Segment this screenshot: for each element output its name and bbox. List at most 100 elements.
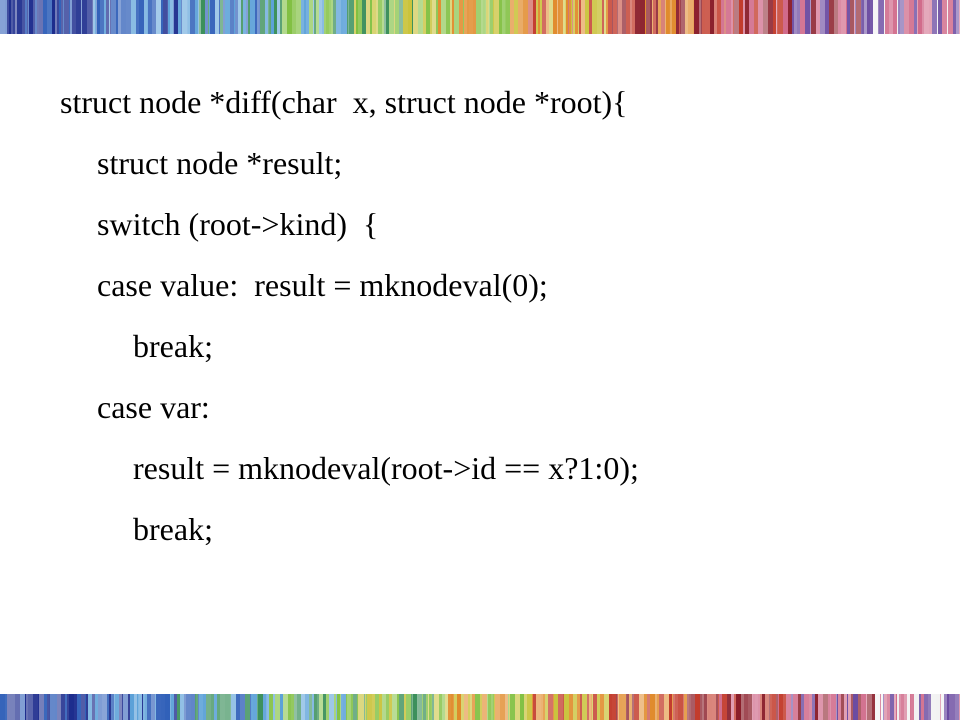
band-stripe bbox=[571, 0, 572, 34]
band-stripe bbox=[700, 694, 702, 720]
band-stripe bbox=[266, 694, 267, 720]
band-stripe bbox=[87, 0, 91, 34]
band-stripe bbox=[64, 0, 69, 34]
band-stripe bbox=[866, 694, 867, 720]
decorative-color-band-bottom bbox=[0, 694, 960, 720]
band-stripe bbox=[273, 694, 275, 720]
band-stripe bbox=[669, 694, 672, 720]
band-stripe bbox=[230, 694, 231, 720]
band-stripe bbox=[203, 694, 206, 720]
band-stripe bbox=[11, 0, 13, 34]
band-stripe bbox=[900, 0, 904, 34]
band-stripe bbox=[664, 694, 669, 720]
band-stripe bbox=[626, 694, 627, 720]
band-stripe bbox=[486, 0, 488, 34]
band-stripe bbox=[417, 694, 418, 720]
band-stripe bbox=[635, 0, 640, 34]
band-stripe bbox=[260, 0, 265, 34]
band-stripe bbox=[161, 694, 165, 720]
band-stripe bbox=[220, 0, 223, 34]
band-stripe bbox=[386, 0, 389, 34]
band-stripe bbox=[515, 694, 520, 720]
band-stripe bbox=[67, 694, 69, 720]
band-stripe bbox=[88, 694, 92, 720]
band-stripe bbox=[156, 0, 161, 34]
band-stripe bbox=[591, 694, 592, 720]
band-stripe bbox=[828, 694, 830, 720]
band-stripe bbox=[436, 0, 438, 34]
band-stripe bbox=[689, 694, 691, 720]
band-stripe bbox=[109, 0, 110, 34]
band-stripe bbox=[716, 694, 718, 720]
band-stripe bbox=[467, 0, 469, 34]
band-stripe bbox=[558, 0, 560, 34]
band-stripe bbox=[949, 694, 952, 720]
code-line-5: break; bbox=[133, 328, 213, 364]
band-stripe bbox=[748, 694, 752, 720]
band-stripe bbox=[39, 694, 44, 720]
band-stripe bbox=[95, 0, 96, 34]
band-stripe bbox=[915, 694, 919, 720]
band-stripe bbox=[629, 694, 632, 720]
band-stripe bbox=[910, 694, 911, 720]
band-stripe bbox=[57, 694, 61, 720]
band-stripe bbox=[97, 0, 100, 34]
band-stripe bbox=[672, 0, 676, 34]
band-stripe bbox=[394, 0, 395, 34]
band-stripe bbox=[841, 0, 846, 34]
band-stripe bbox=[277, 0, 280, 34]
band-stripe bbox=[502, 0, 505, 34]
band-stripe bbox=[647, 694, 650, 720]
band-stripe bbox=[61, 694, 65, 720]
band-stripe bbox=[461, 694, 464, 720]
band-stripe bbox=[15, 0, 17, 34]
band-stripe bbox=[314, 694, 317, 720]
band-stripe bbox=[76, 0, 81, 34]
band-stripe bbox=[557, 0, 558, 34]
band-stripe bbox=[879, 0, 884, 34]
band-stripe bbox=[675, 694, 678, 720]
band-stripe bbox=[940, 694, 941, 720]
band-stripe bbox=[214, 694, 217, 720]
band-stripe bbox=[762, 694, 765, 720]
band-stripe bbox=[341, 694, 343, 720]
band-stripe bbox=[165, 694, 170, 720]
band-stripe bbox=[452, 0, 454, 34]
band-stripe bbox=[47, 694, 49, 720]
band-stripe bbox=[442, 694, 445, 720]
band-stripe bbox=[769, 694, 770, 720]
band-stripe bbox=[450, 0, 452, 34]
band-stripe bbox=[156, 694, 161, 720]
band-stripe bbox=[77, 694, 81, 720]
band-stripe bbox=[180, 694, 181, 720]
band-stripe bbox=[862, 0, 864, 34]
band-stripe bbox=[546, 0, 549, 34]
band-stripe bbox=[314, 0, 316, 34]
band-stripe bbox=[691, 694, 695, 720]
band-stripe bbox=[271, 0, 274, 34]
band-stripe bbox=[597, 694, 600, 720]
band-stripe bbox=[581, 0, 585, 34]
band-stripe bbox=[210, 0, 215, 34]
band-stripe bbox=[110, 0, 111, 34]
band-stripe bbox=[505, 0, 506, 34]
band-stripe bbox=[705, 0, 710, 34]
band-stripe bbox=[448, 694, 451, 720]
band-stripe bbox=[199, 694, 203, 720]
band-stripe bbox=[251, 694, 252, 720]
band-stripe bbox=[382, 0, 384, 34]
band-stripe bbox=[701, 0, 702, 34]
band-stripe bbox=[837, 694, 838, 720]
band-stripe bbox=[670, 0, 672, 34]
band-stripe bbox=[426, 694, 428, 720]
band-stripe bbox=[301, 694, 305, 720]
band-stripe bbox=[897, 694, 899, 720]
band-stripe bbox=[399, 694, 404, 720]
band-stripe bbox=[209, 0, 210, 34]
band-stripe bbox=[98, 694, 102, 720]
code-line-1: struct node *diff(char x, struct node *r… bbox=[60, 84, 628, 120]
band-stripe bbox=[592, 694, 593, 720]
band-stripe bbox=[428, 694, 429, 720]
band-stripe bbox=[731, 0, 733, 34]
band-stripe bbox=[392, 694, 397, 720]
